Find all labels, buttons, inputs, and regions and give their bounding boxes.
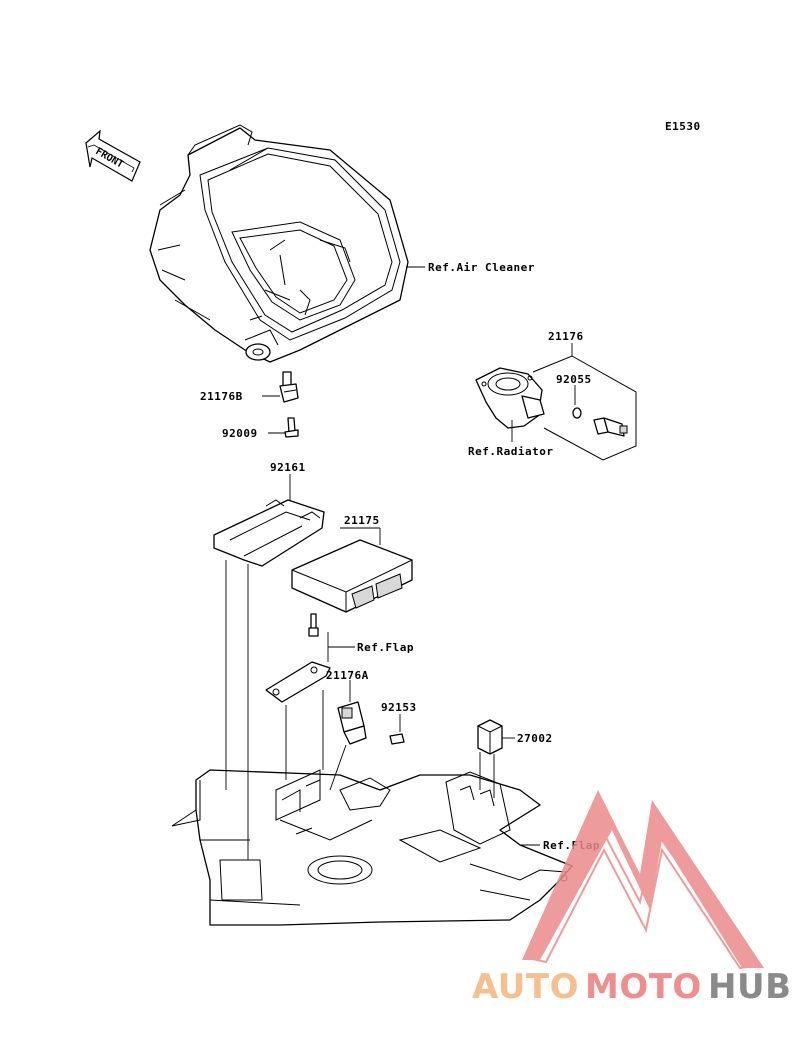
sensor-21176 bbox=[593, 417, 628, 437]
relay-27002 bbox=[477, 719, 503, 755]
front-arrow-icon: FRONT bbox=[85, 129, 141, 182]
o-ring-92055 bbox=[572, 407, 582, 419]
ecu-21175 bbox=[291, 539, 413, 613]
callout-air-cleaner: Ref.Air Cleaner bbox=[428, 261, 535, 274]
screw-92153 bbox=[389, 733, 405, 745]
sensor-21176b bbox=[279, 371, 299, 403]
electrical-tray bbox=[171, 769, 573, 926]
callout-92153: 92153 bbox=[381, 701, 417, 714]
watermark-moto: MOTO bbox=[585, 967, 702, 1007]
air-cleaner-box bbox=[149, 124, 409, 363]
callout-92161: 92161 bbox=[270, 461, 306, 474]
callout-21175: 21175 bbox=[344, 514, 380, 527]
screw-92009 bbox=[284, 417, 299, 438]
diagram-code: E1530 bbox=[665, 120, 701, 133]
callout-92055: 92055 bbox=[556, 373, 592, 386]
watermark-auto: AUTO bbox=[472, 967, 579, 1007]
callout-27002: 27002 bbox=[517, 732, 553, 745]
pin-bolt bbox=[308, 613, 319, 637]
callout-flap-upper: Ref.Flap bbox=[357, 641, 414, 654]
thermostat-housing bbox=[475, 367, 545, 429]
watermark-text: AUTO MOTO HUB bbox=[472, 967, 791, 1007]
watermark-hub: HUB bbox=[708, 967, 791, 1007]
callout-92009: 92009 bbox=[222, 427, 258, 440]
callout-21176a: 21176A bbox=[326, 669, 369, 682]
callout-21176b: 21176B bbox=[200, 390, 243, 403]
callout-21176: 21176 bbox=[548, 330, 584, 343]
flap-bracket bbox=[265, 661, 331, 703]
callout-radiator: Ref.Radiator bbox=[468, 445, 553, 458]
bracket-92161 bbox=[213, 499, 325, 567]
sensor-21176a bbox=[337, 701, 367, 745]
watermark-logo bbox=[522, 790, 764, 970]
